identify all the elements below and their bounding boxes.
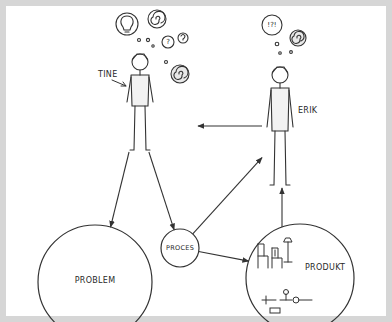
lamp-sketch (284, 238, 292, 262)
thought-trail (165, 61, 168, 64)
flow-arrow (111, 152, 130, 227)
figure-arm (289, 90, 293, 127)
figure-head (132, 54, 148, 70)
thought-trail (152, 45, 154, 47)
flow-arrow (149, 152, 174, 230)
stick-figure (267, 67, 293, 185)
figure-leg (270, 131, 275, 185)
thought-bubble (116, 13, 138, 35)
circle-outline (37, 224, 153, 322)
lightbulb-base (125, 31, 129, 32)
figure-neck (139, 70, 140, 75)
lightbulb-symbol (121, 16, 133, 30)
figure-leg (130, 106, 135, 150)
swirl-symbol (174, 66, 188, 79)
circle-outline (245, 223, 355, 322)
figure-arm (267, 90, 271, 127)
person-figure: ERIK (262, 62, 332, 188)
stick-figure (127, 54, 153, 150)
thought-trail (138, 39, 141, 42)
pointer-line (112, 80, 126, 86)
figure-body (271, 88, 289, 131)
stage-circle: PRODUKT (245, 223, 355, 322)
figure-head (272, 67, 288, 83)
figure-leg (145, 106, 150, 150)
thought-bubble (171, 65, 189, 83)
pointer-head (121, 82, 126, 86)
question-mark-symbol (181, 35, 185, 41)
circle-outline (38, 225, 152, 322)
stage-circle: PROBLEM (37, 224, 153, 322)
stage-label: PRODUKT (305, 263, 345, 272)
figure-leg (285, 131, 290, 185)
figure-arm (149, 77, 153, 102)
figure-hair (133, 54, 147, 59)
figure-drawing (98, 48, 198, 152)
thought-trail (279, 52, 282, 55)
circle-outline (161, 229, 199, 267)
person-figure: TINE (98, 48, 198, 152)
bubble-text: !?! (267, 21, 276, 29)
thought-trail (290, 51, 293, 54)
stage-label: PROCES (166, 244, 194, 252)
chair-sketch (258, 244, 268, 268)
tool-sketch (293, 297, 299, 303)
swirl-symbol (292, 31, 304, 43)
product-sketches (258, 238, 312, 313)
flow-arrow (281, 188, 282, 227)
flow-arrow (198, 125, 262, 126)
thought-trail (275, 42, 279, 46)
tool-sketch (270, 308, 280, 313)
thought-trail (146, 38, 149, 41)
figure-hair (273, 67, 287, 72)
flow-arrow (193, 158, 262, 234)
thought-bubble (290, 30, 306, 46)
tool-sketch (284, 290, 289, 295)
thought-bubble (162, 36, 174, 48)
chair-sketch (272, 248, 282, 268)
figure-body (131, 75, 149, 106)
thought-bubbles (116, 10, 306, 83)
flow-arrow (199, 252, 249, 262)
figure-arm (127, 77, 131, 102)
thought-bubble (262, 15, 282, 35)
stage-label: PROBLEM (75, 276, 116, 285)
thought-bubble (148, 10, 166, 28)
figure-neck (279, 83, 280, 88)
figure-drawing (262, 62, 332, 188)
stage-circle: PROCES (160, 228, 200, 268)
circle-outline (246, 224, 354, 322)
person-name: TINE (98, 70, 118, 79)
name-pointer (112, 80, 126, 86)
person-name: ERIK (298, 106, 317, 115)
bubble-text: ? (166, 38, 170, 46)
thought-bubble (178, 33, 188, 43)
swirl-symbol (151, 11, 165, 24)
tool-sketch (262, 294, 312, 304)
paper (6, 6, 386, 316)
